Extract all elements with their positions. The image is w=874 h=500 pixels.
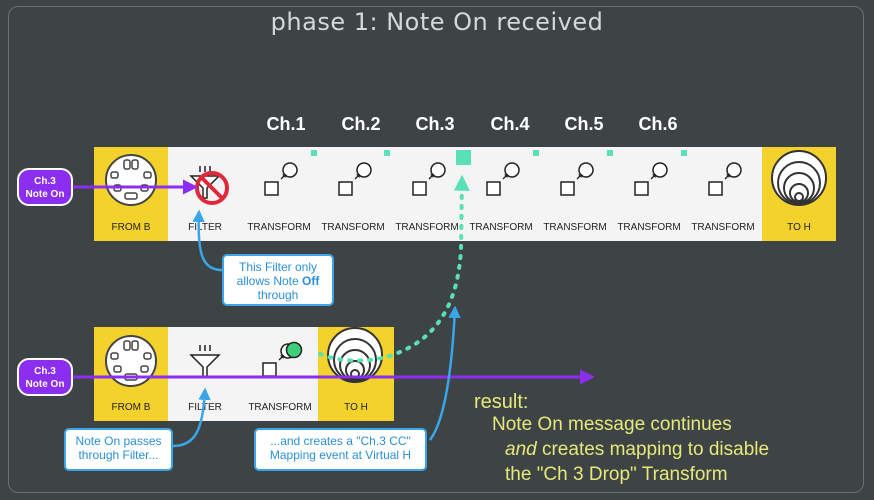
transform-icon-2 [338,162,372,196]
callout-line: Note On passes [75,434,162,448]
pill-type: Note On [25,379,65,390]
channel-label-2: Ch.2 [341,114,381,134]
result-line-3: the "Ch 3 Drop" Transform [505,464,728,485]
virtual-port-icon [771,150,827,206]
channel-5-tick [607,150,613,156]
filter-funnel-icon-bottom [190,344,220,378]
transform-icon-3 [412,162,446,196]
top-transform-label-4: TRANSFORM [469,222,533,233]
mapping-connector [318,174,470,363]
callout-line: allows Note Off [228,274,328,288]
transform-icon-4 [486,162,520,196]
result-text: creates mapping to disable [536,439,770,460]
midi-din-icon [105,154,157,206]
channel-label-4: Ch.4 [490,114,530,134]
callout-line: through Filter... [78,448,159,462]
result-line-1: Note On message continues [492,414,732,435]
channel-3-active-tick [456,150,471,165]
callout-text: allows Note [236,274,303,288]
result-heading: result: [474,391,529,413]
callout-arrow-virtual-h [428,305,461,441]
page-title: phase 1: Note On received [270,8,604,36]
top-from-label: FROM B [111,222,151,233]
channel-6-tick [681,150,687,156]
channel-label-3: Ch.3 [415,114,455,134]
callout-virtual-h: ...and creates a "Ch.3 CC" Mapping event… [254,428,427,471]
diagram-frame [8,6,864,493]
transform-icon-7 [708,162,742,196]
transform-icon-5 [560,162,594,196]
callout-line: This Filter only [238,260,318,274]
result-emphasis: and [505,439,537,460]
bottom-to-label: TO H [344,402,368,413]
bottom-from-label: FROM B [111,402,151,413]
callout-line: ...and creates a "Ch.3 CC" [270,434,411,448]
result-line-2: and creates mapping to disable [505,439,769,461]
bottom-filter-label: FILTER [188,402,222,413]
virtual-port-icon-bottom [327,327,383,383]
top-transform-label-3: TRANSFORM [395,222,459,233]
pill-channel: Ch.3 [34,176,56,187]
pill-type: Note On [25,189,65,200]
top-transform-label-1: TRANSFORM [247,222,311,233]
mapping-dot-icon [285,341,303,359]
callout-line: through [257,288,299,302]
callout-emphasis: Off [302,274,320,288]
channel-2-tick [384,150,390,156]
top-transform-label-6: TRANSFORM [617,222,681,233]
pill-channel: Ch.3 [34,366,56,377]
channel-label-5: Ch.5 [564,114,604,134]
channel-label-6: Ch.6 [638,114,678,134]
channel-4-tick [533,150,539,156]
note-on-message-bottom: Ch.3 Note On [17,358,73,396]
top-filter-label: FILTER [188,222,222,233]
transform-icon-1 [264,162,298,196]
channel-1-tick [311,150,317,156]
bottom-transform-label: TRANSFORM [248,402,312,413]
top-transform-label-2: TRANSFORM [321,222,385,233]
callout-arrow-filter-bottom [172,387,211,448]
callout-filter-top: This Filter only allows Note Off through [222,254,334,306]
note-on-message-top: Ch.3 Note On [17,168,73,206]
callout-line: Mapping event at Virtual H [269,448,412,462]
top-transform-label-5: TRANSFORM [543,222,607,233]
callout-filter-bottom: Note On passes through Filter... [64,428,173,471]
callout-arrow-filter-top [192,209,223,272]
top-transform-label-7: TRANSFORM [691,222,755,233]
channel-label-1: Ch.1 [266,114,306,134]
transform-icon-6 [634,162,668,196]
top-to-label: TO H [787,222,811,233]
